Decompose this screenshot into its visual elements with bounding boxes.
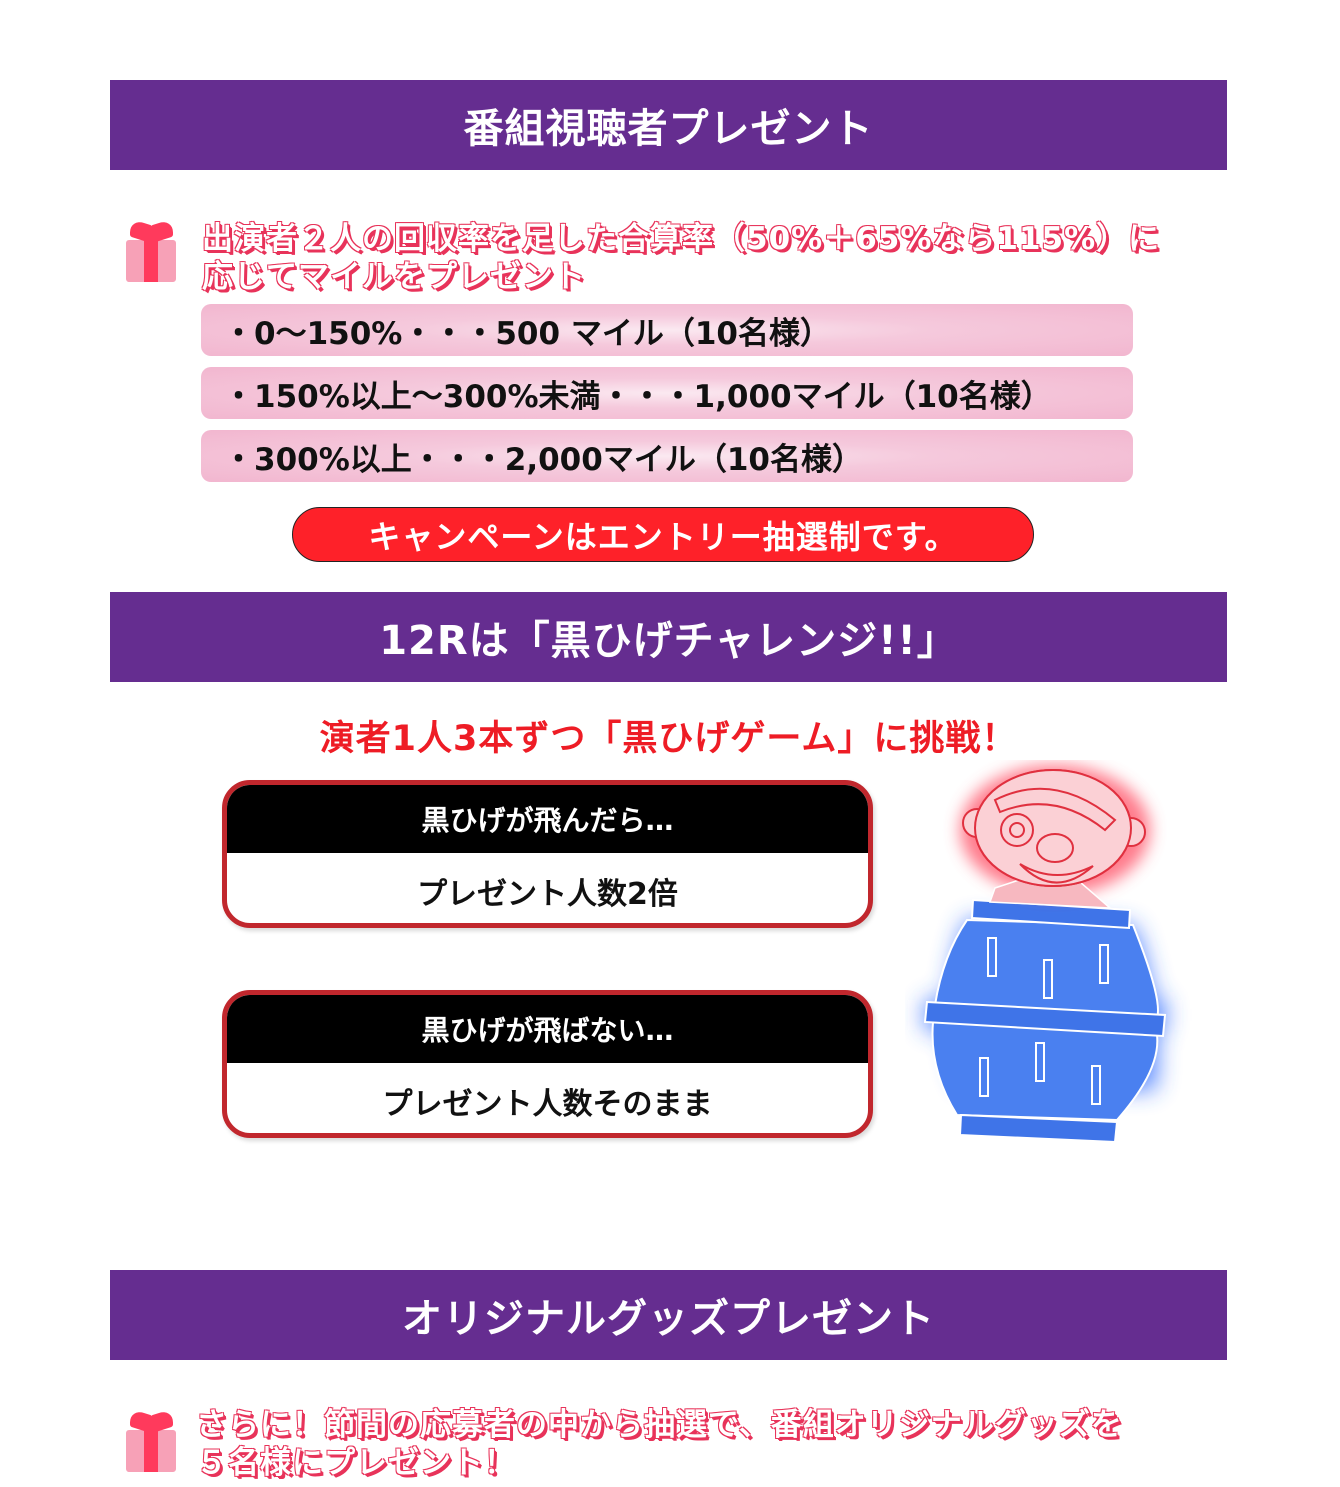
tier-label: ・150%以上〜300%未満・・・1,000マイル（10名様） [223, 378, 1052, 415]
condition-label: 黒ひげが飛んだら… [227, 785, 868, 853]
tier-label: ・300%以上・・・2,000マイル（10名様） [223, 441, 863, 478]
section-header-goods: オリジナルグッズプレゼント [110, 1270, 1227, 1360]
section-header-viewer-present: 番組視聴者プレゼント [110, 80, 1227, 170]
challenge-subtitle: 演者1人3本ずつ「黒ひげゲーム」に挑戦！ [319, 719, 1018, 759]
section-title: 12Rは「黒ひげチャレンジ!!」 [379, 618, 958, 664]
section-title: オリジナルグッズプレゼント [402, 1296, 935, 1342]
mile-tier-row: ・0〜150%・・・500 マイル（10名様） [201, 304, 1133, 356]
intro-line: 出演者２人の回収率を足した合算率（50%＋65%なら115%）に [202, 221, 1161, 257]
entry-notice-badge: キャンペーンはエントリー抽選制です。 [292, 507, 1034, 562]
condition-result: プレゼント人数2倍 [417, 876, 678, 912]
intro-line: 応じてマイルをプレゼント [202, 259, 586, 295]
section-title: 番組視聴者プレゼント [463, 106, 874, 152]
condition-card-no-jump: 黒ひげが飛ばない… プレゼント人数そのまま [222, 990, 873, 1138]
intro-line: ５名様にプレゼント！ [196, 1445, 516, 1481]
mile-tier-row: ・300%以上・・・2,000マイル（10名様） [201, 430, 1133, 482]
condition-card-jump: 黒ひげが飛んだら… プレゼント人数2倍 [222, 780, 873, 928]
goods-intro: さらに！節間の応募者の中から抽選で、番組オリジナルグッズを ５名様にプレゼント！ [196, 1406, 1123, 1482]
viewer-present-intro: 出演者２人の回収率を足した合算率（50%＋65%なら115%）に 応じてマイルを… [202, 220, 1160, 296]
mile-tier-row: ・150%以上〜300%未満・・・1,000マイル（10名様） [201, 367, 1133, 419]
gift-icon [124, 218, 180, 284]
kurohige-neon-barrel-icon [905, 760, 1205, 1160]
section-header-challenge: 12Rは「黒ひげチャレンジ!!」 [110, 592, 1227, 682]
entry-notice-text: キャンペーンはエントリー抽選制です。 [368, 517, 958, 556]
condition-label: 黒ひげが飛ばない… [227, 995, 868, 1063]
tier-label: ・0〜150%・・・500 マイル（10名様） [223, 315, 831, 352]
intro-line: さらに！節間の応募者の中から抽選で、番組オリジナルグッズを [196, 1407, 1123, 1443]
condition-result: プレゼント人数そのまま [382, 1086, 713, 1122]
gift-icon [124, 1408, 180, 1474]
